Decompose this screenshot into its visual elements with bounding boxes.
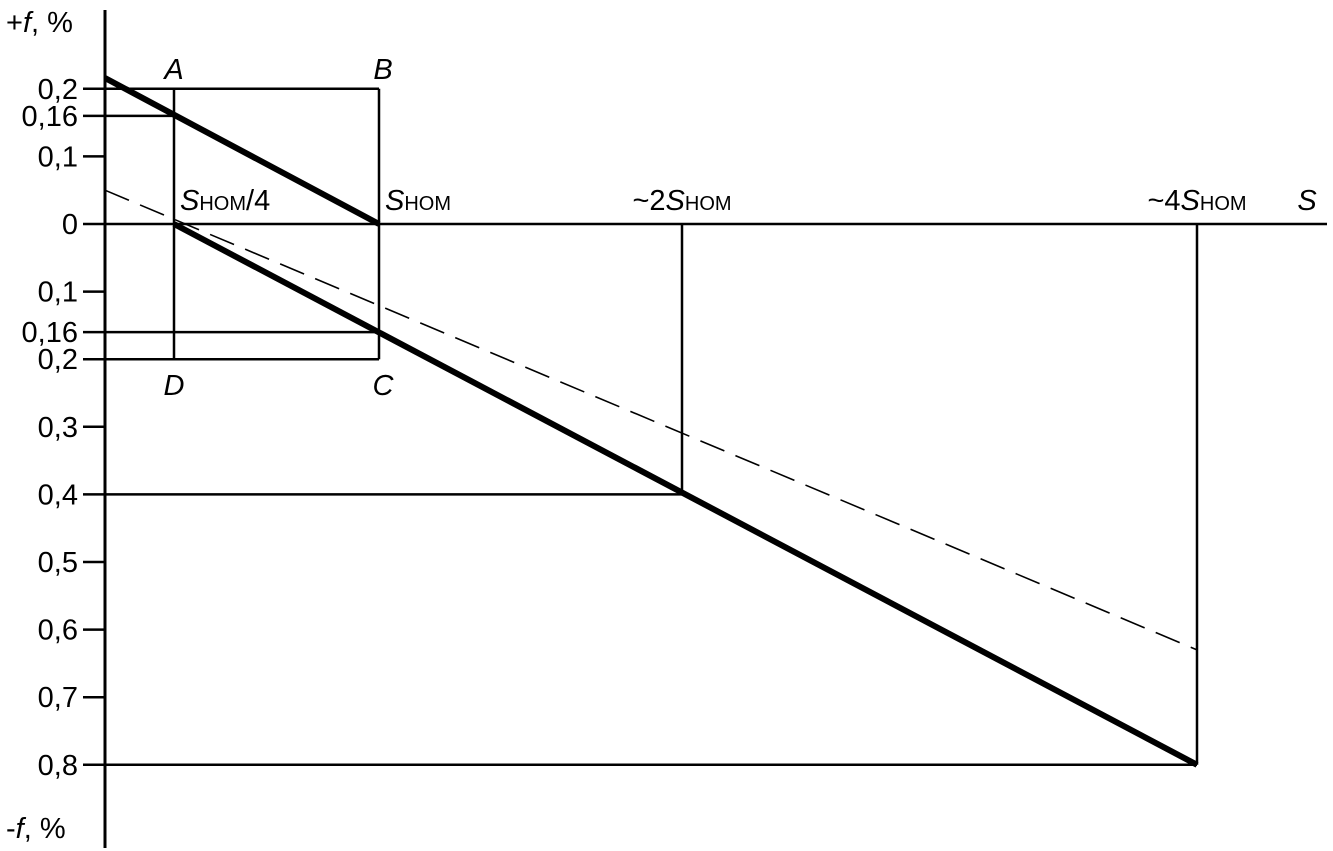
y-tick-label: 0,1: [38, 277, 78, 309]
y-tick-label: 0,2: [38, 74, 78, 106]
limit-line-2: [172, 221, 1199, 768]
y-tick-label: 0,8: [38, 750, 78, 782]
reference-dashed-line: [104, 189, 1198, 651]
x-marker-label: ~2SНОМ: [632, 185, 731, 217]
y-tick-label: 0,6: [38, 615, 78, 647]
x-marker-label: SНОМ/4: [180, 185, 270, 217]
box-point-label-d: D: [164, 370, 185, 402]
y-tick-label: 0,3: [38, 412, 78, 444]
y-tick-label: 0,7: [38, 682, 78, 714]
y-tick-label: 0,16: [22, 101, 78, 133]
x-marker-label: SНОМ: [385, 185, 451, 217]
limit-line-1: [103, 75, 381, 227]
y-tick-label: 0,4: [38, 479, 78, 511]
y-tick-label: 0,16: [22, 317, 78, 349]
y-tick-label: 0,1: [38, 141, 78, 173]
box-point-label-b: B: [373, 54, 392, 86]
box-point-label-c: C: [373, 370, 395, 402]
y-axis-bottom-label: -f, %: [6, 813, 66, 845]
y-axis-top-label: +f, %: [6, 7, 73, 39]
x-axis-label: S: [1297, 185, 1317, 217]
box-point-label-a: A: [162, 54, 183, 86]
y-tick-label: 0: [62, 209, 78, 241]
y-tick-label: 0,2: [38, 344, 78, 376]
x-marker-label: ~4SНОМ: [1147, 185, 1246, 217]
y-tick-label: 0,5: [38, 547, 78, 579]
